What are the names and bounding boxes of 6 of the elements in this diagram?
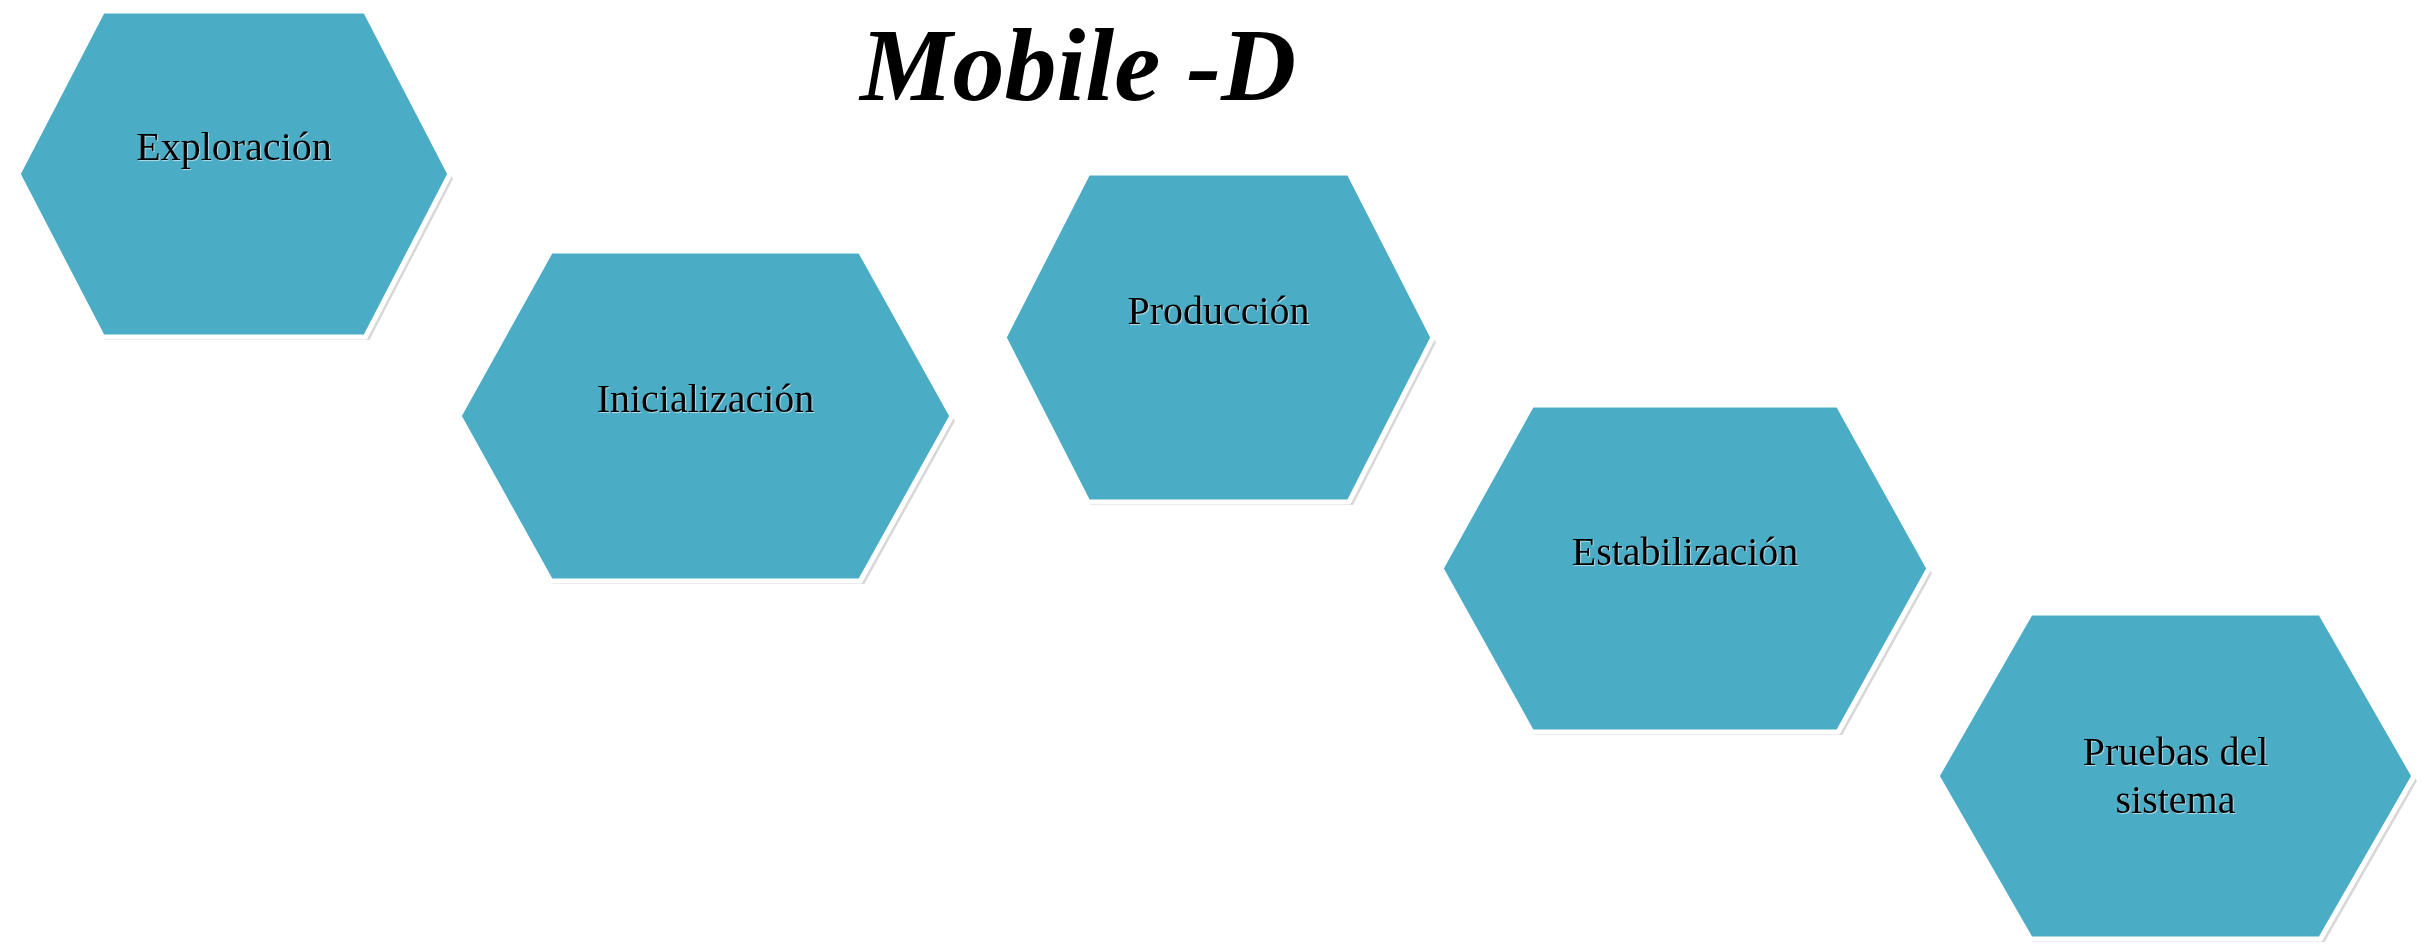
node-label: Producción bbox=[1127, 286, 1310, 335]
node-label: Exploración bbox=[136, 123, 332, 172]
node-label: Inicialización bbox=[596, 375, 815, 424]
node-label: Pruebas del sistema bbox=[2081, 728, 2270, 824]
node-label: Estabilización bbox=[1571, 527, 1799, 576]
diagram-title: Mobile -D bbox=[860, 8, 1297, 123]
